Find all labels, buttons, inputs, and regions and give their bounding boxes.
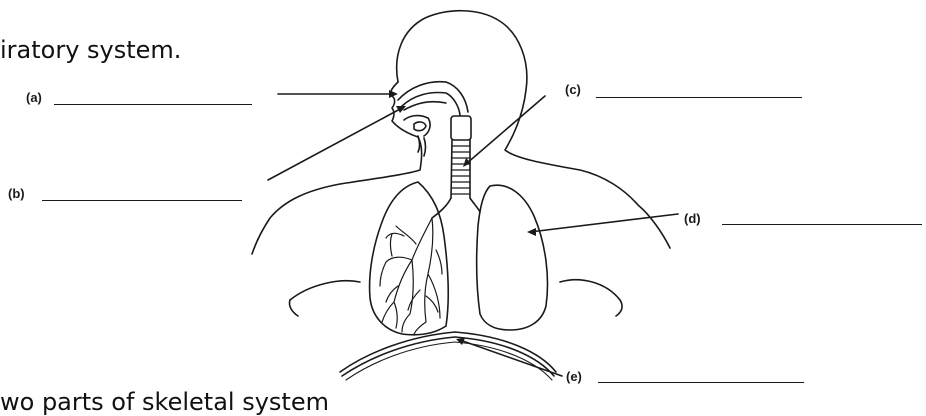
label-c: (c)	[565, 82, 581, 97]
answer-blank-d[interactable]	[722, 224, 922, 225]
answer-blank-e[interactable]	[598, 382, 804, 383]
label-d: (d)	[684, 211, 701, 226]
label-e: (e)	[566, 369, 582, 384]
bronchial-tree	[382, 218, 440, 334]
respiratory-system-diagram	[0, 0, 926, 407]
label-a: (a)	[26, 90, 42, 105]
label-b: (b)	[8, 186, 25, 201]
larynx	[451, 116, 471, 140]
pointer-line-e	[460, 340, 562, 376]
pointer-line-c	[466, 96, 545, 164]
answer-blank-a[interactable]	[54, 104, 252, 105]
pointer-line-b	[268, 108, 402, 180]
lung-right	[477, 185, 548, 330]
trachea	[451, 140, 470, 198]
answer-blank-b[interactable]	[42, 200, 242, 201]
question-text-bottom: wo parts of skeletal system	[0, 388, 329, 416]
answer-blank-c[interactable]	[596, 97, 802, 98]
face-profile	[252, 82, 422, 254]
arrowhead-d	[527, 228, 536, 236]
